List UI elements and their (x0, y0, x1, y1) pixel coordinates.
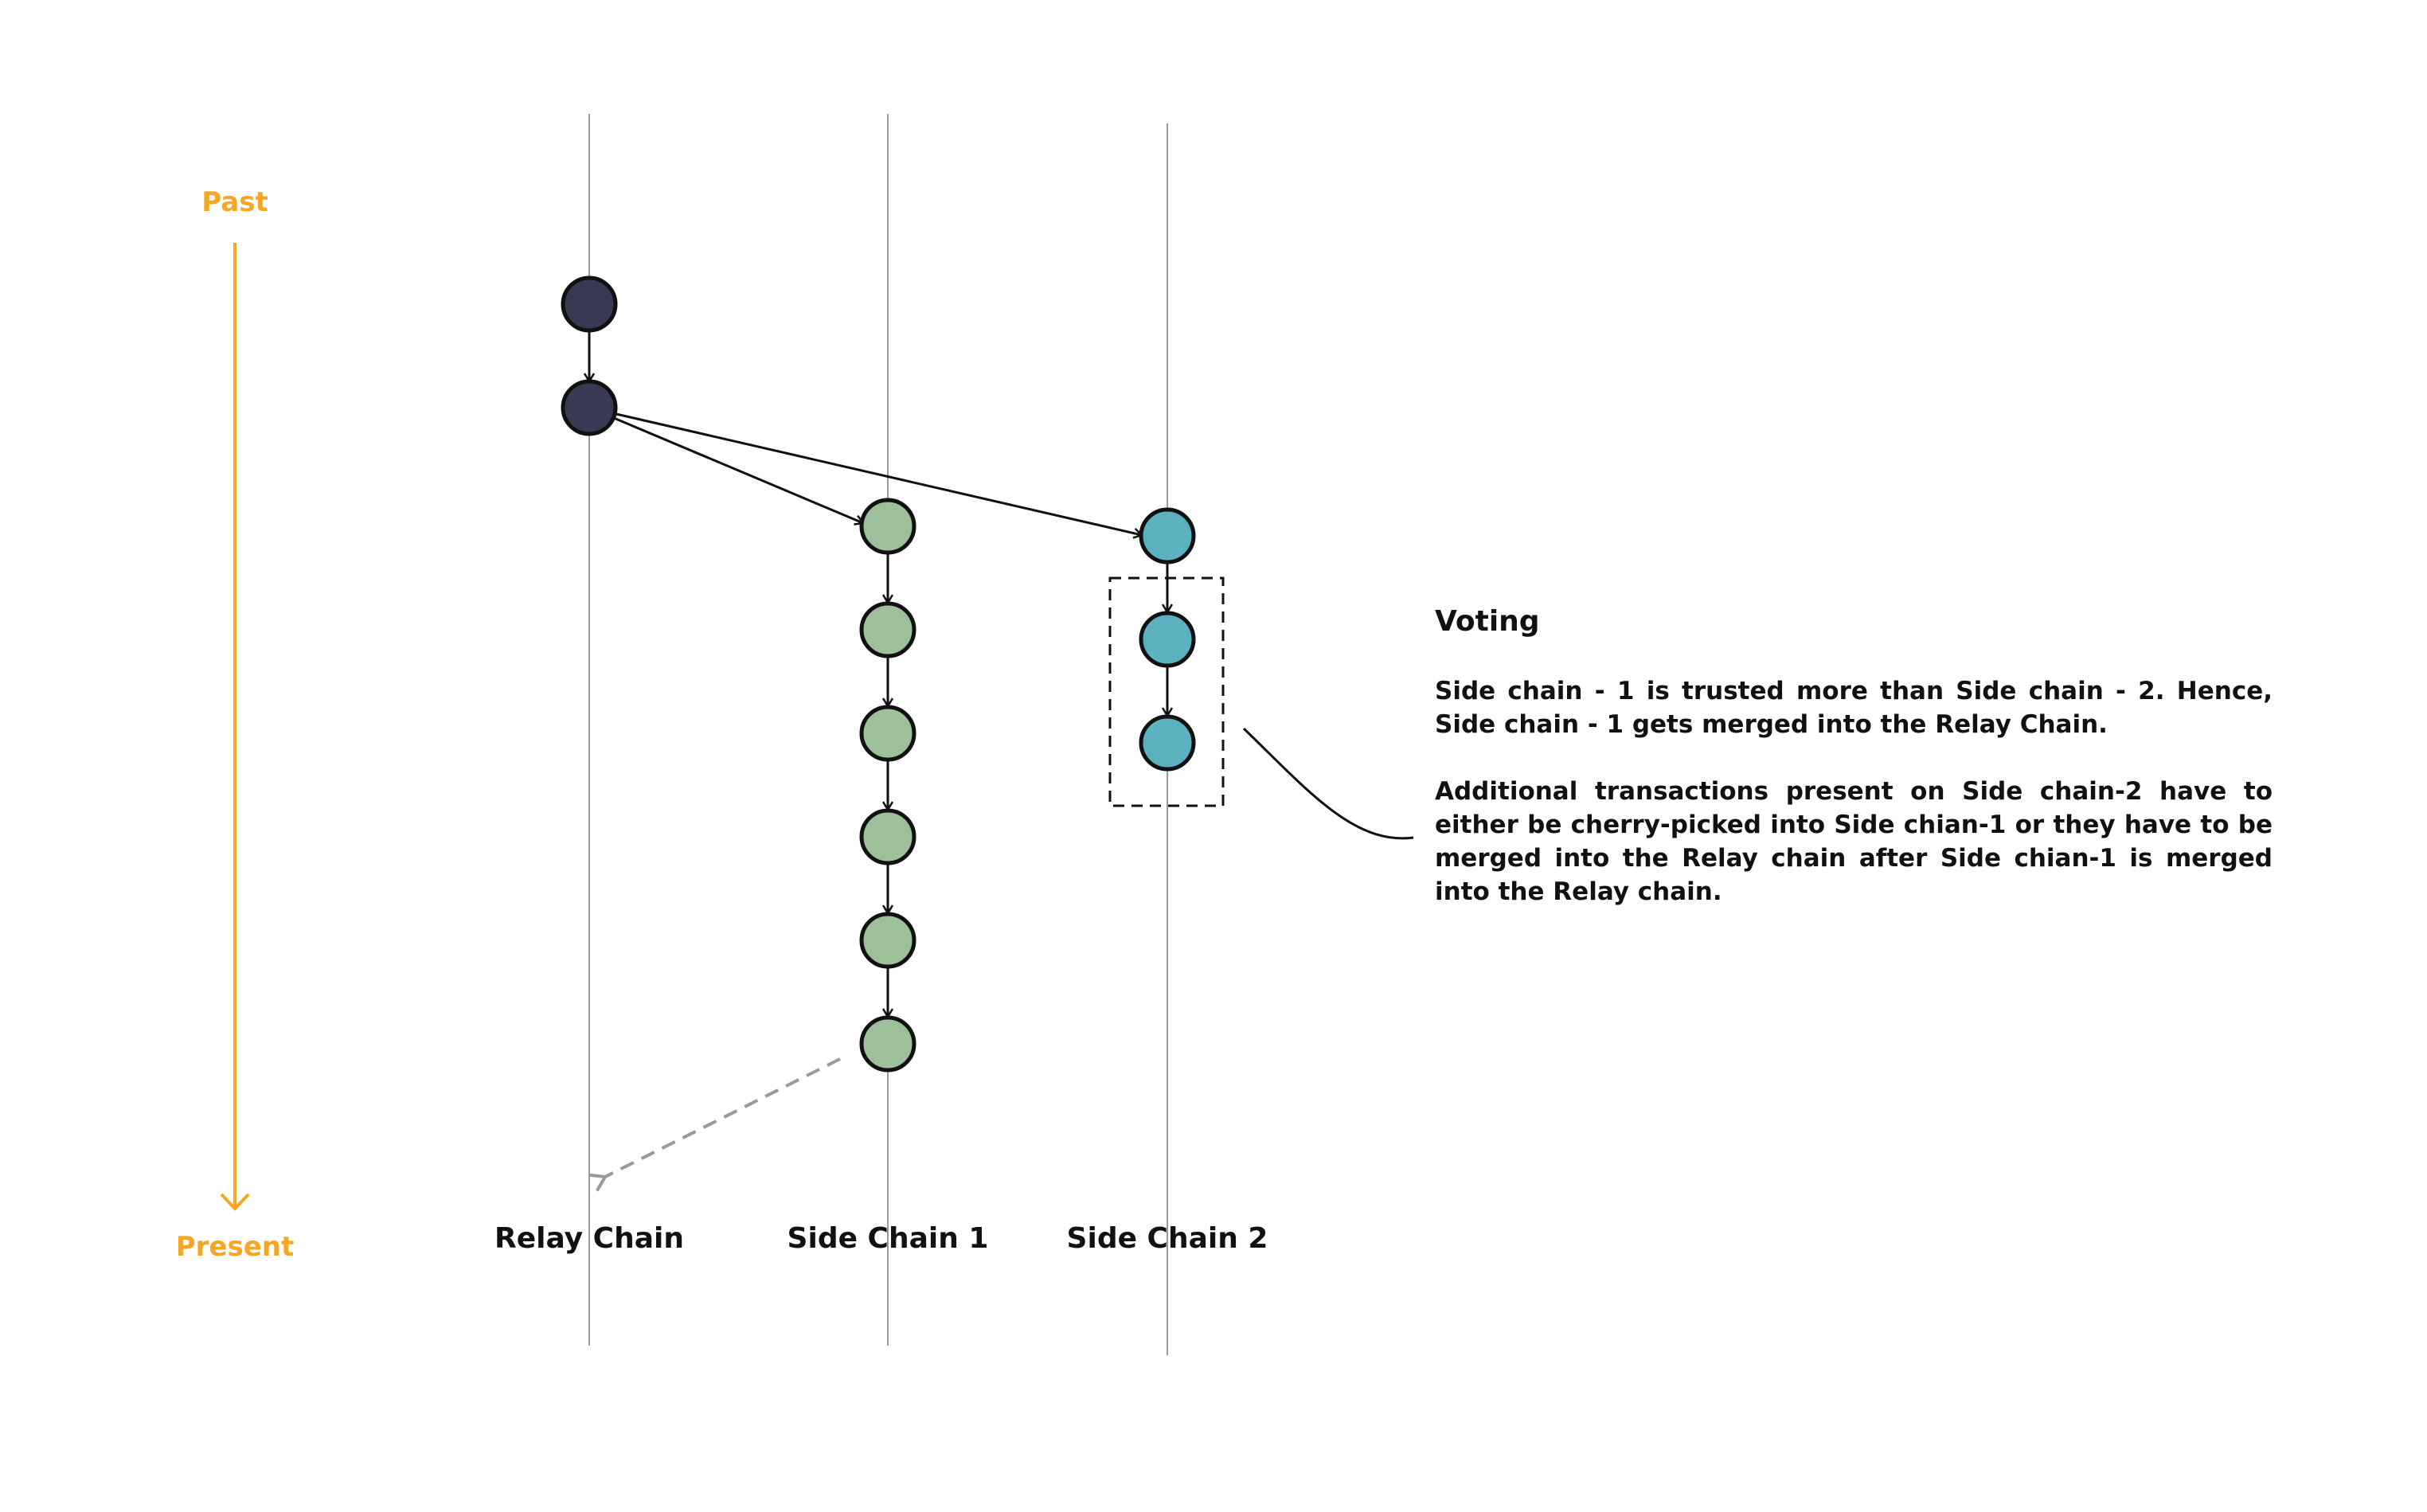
block-nodes (561, 275, 1196, 1072)
callout-connector (1242, 727, 1414, 840)
note-paragraph-2: Additional transactions present on Side … (1435, 777, 2273, 906)
voting-highlight-box (1108, 576, 1225, 807)
side2-block-node (1139, 714, 1196, 772)
present-label: Present (175, 1231, 295, 1263)
note-paragraph-1: Side chain - 1 is trusted more than Side… (1435, 677, 2273, 739)
side-chain-1-label: Side Chain 1 (787, 1222, 989, 1255)
past-label: Past (201, 186, 268, 218)
side2-block-node (1139, 611, 1196, 668)
side1-block-node (859, 498, 916, 555)
side2-block-node (1139, 507, 1196, 565)
note-title: Voting (1435, 605, 1540, 638)
relay-chain-label: Relay Chain (494, 1222, 684, 1255)
time-arrow-head (220, 1193, 250, 1211)
merge-arrow (605, 1057, 841, 1177)
side1-block-node (859, 705, 916, 762)
relay-block-node (561, 379, 618, 436)
voting-note: Voting Side chain - 1 is trusted more th… (1435, 605, 2273, 942)
relay-block-node (561, 275, 618, 333)
side1-block-node (859, 601, 916, 658)
fork-edge-side1 (613, 416, 863, 523)
side1-block-node (859, 808, 916, 865)
side1-block-node (859, 1015, 916, 1072)
side-chain-2-label: Side Chain 2 (1066, 1222, 1268, 1255)
fork-edges (613, 412, 1142, 535)
fork-edge-side2 (616, 412, 1142, 535)
side1-block-node (859, 912, 916, 969)
